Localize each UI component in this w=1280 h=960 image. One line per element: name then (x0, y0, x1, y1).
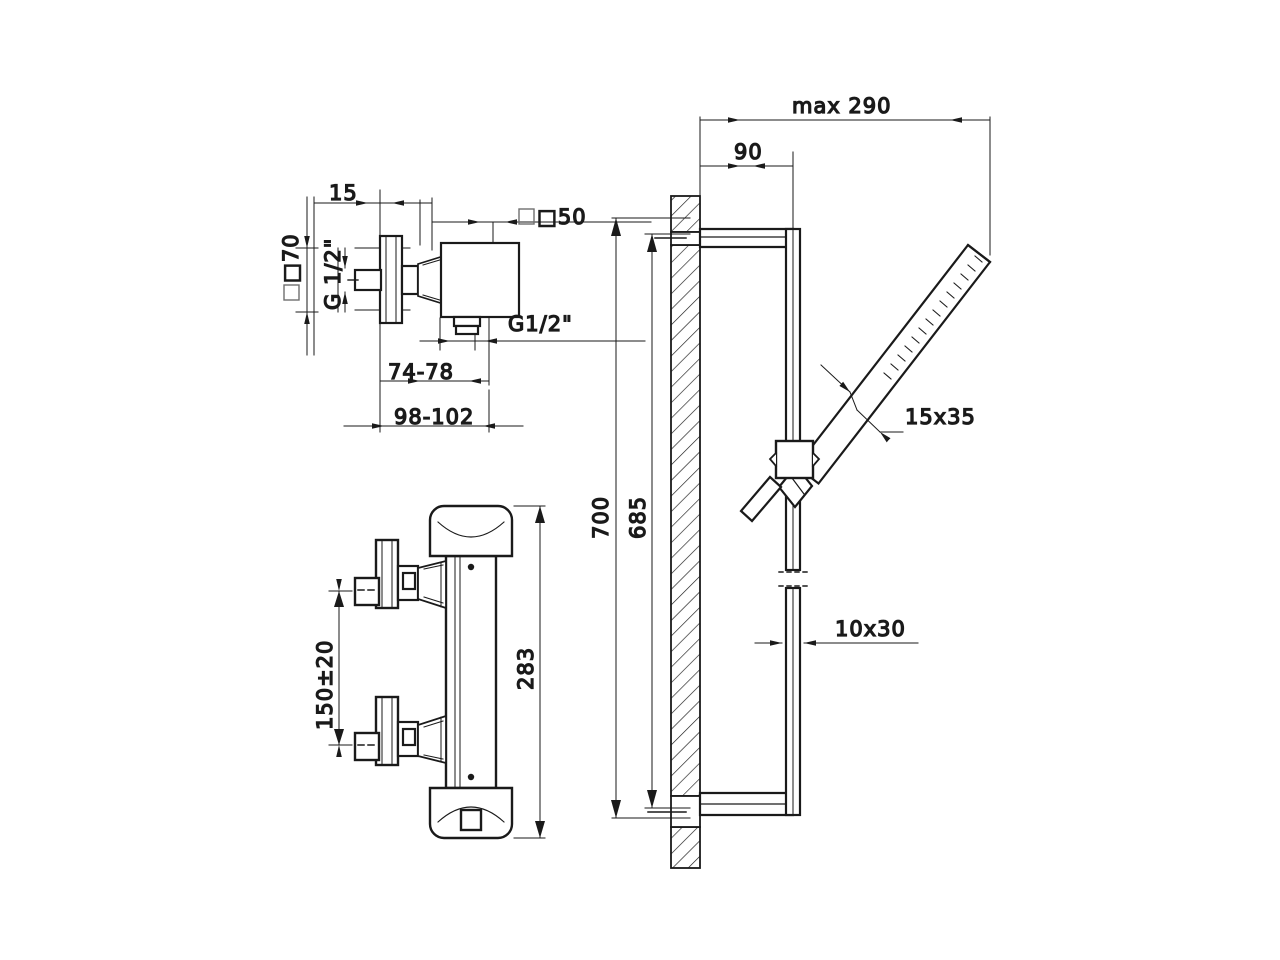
dim-74-78-label: 74-78 (388, 360, 454, 384)
front-elevation-mixer: 150±20 283 (312, 504, 546, 840)
dim-685 (644, 233, 691, 809)
rail-top-bracket (698, 227, 795, 249)
upper-collar-inner (401, 571, 417, 591)
valve-collar (400, 264, 420, 296)
mixer-lower-inlet (353, 695, 447, 767)
side-elevation-valve: 15 □50 □70 G 1/2" (278, 180, 652, 433)
dim-90-label: 90 (734, 140, 763, 164)
mixer-bottom-screw (467, 773, 475, 781)
lower-taper (417, 714, 447, 765)
dim-square-70-label: □70 (279, 233, 303, 283)
valve-outlet-thread (454, 324, 480, 336)
dim-283-label: 283 (514, 647, 538, 690)
dim-15x35 (820, 364, 904, 443)
dim-square-70 (295, 196, 319, 356)
dim-150-20-label: 150±20 (313, 640, 337, 730)
dim-square-50-label: □50 (537, 205, 587, 229)
dim-283 (513, 505, 546, 839)
hand-shower-wand (794, 243, 992, 486)
dim-700-label: 700 (589, 496, 613, 539)
dim-15x35-label: 15x35 (905, 405, 976, 429)
hand-shower-assembly (739, 243, 992, 523)
square-symbol-70-icon (283, 284, 300, 301)
upper-taper (417, 559, 447, 610)
lower-nipple (353, 731, 381, 762)
hand-shower-handle-end (739, 475, 783, 523)
shower-rail-bar (778, 227, 808, 817)
rail-slider-block (774, 439, 815, 480)
hand-shower-spray-face (883, 255, 983, 380)
dim-g12-outlet-label: G1/2" (508, 312, 573, 336)
dim-98-102-label: 98-102 (394, 405, 474, 429)
wall-section (647, 195, 701, 869)
valve-body-square (439, 241, 521, 319)
upper-nipple (353, 576, 381, 607)
dim-10x30-label: 10x30 (835, 617, 906, 641)
valve-wall-flange (378, 234, 404, 325)
slider-clip-right (811, 451, 821, 468)
mixer-top-cap-contour (437, 521, 505, 538)
mixer-bottom-cap-contour (437, 806, 505, 823)
lower-collar-inner (401, 727, 417, 747)
mixer-diverter-button (459, 808, 483, 832)
mixer-barrel (444, 554, 498, 790)
mixer-upper-inlet (353, 538, 447, 610)
slider-clip-left (768, 451, 778, 468)
valve-inlet-nipple (353, 268, 383, 292)
valve-outlet-collar (452, 315, 482, 328)
dim-685-label: 685 (626, 496, 650, 539)
dim-g12-inlet-label: G 1/2" (321, 238, 345, 310)
shower-rail-elevation: max 290 90 700 685 (588, 93, 992, 869)
dim-90 (699, 151, 794, 229)
rail-bottom-bracket (698, 791, 795, 817)
rail-break-symbol (778, 571, 808, 587)
mixer-top-screw (467, 563, 475, 571)
dim-max-290-label: max 290 (792, 94, 892, 118)
dim-15-label: 15 (329, 181, 358, 205)
mixer-top-cap (428, 504, 514, 558)
dim-700 (611, 217, 691, 819)
square-symbol-50-icon (518, 208, 535, 225)
